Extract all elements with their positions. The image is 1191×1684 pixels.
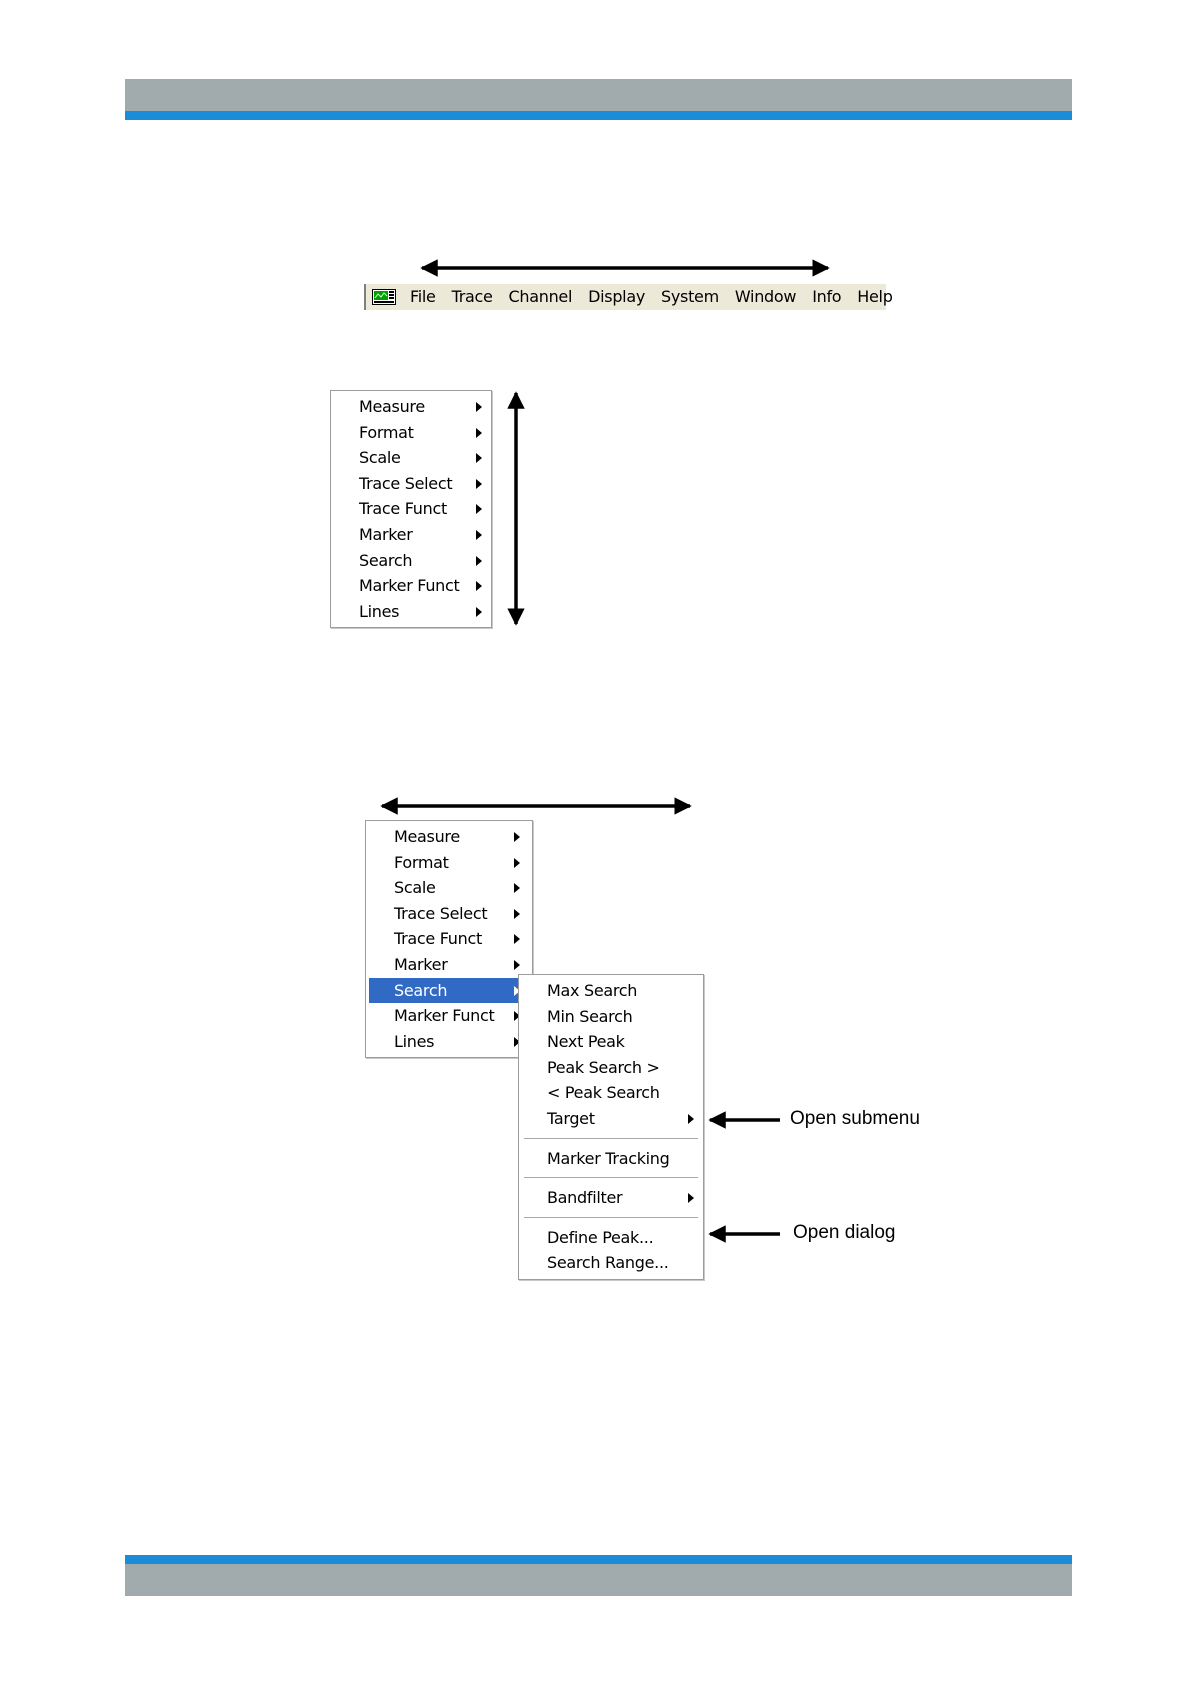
menu-item-label: Lines <box>394 1031 435 1051</box>
menu-bar: File Trace Channel Display System Window Info H… <box>364 284 893 310</box>
submenu-arrow-icon <box>476 606 482 617</box>
menu-item-measure[interactable]: Measure <box>331 394 491 420</box>
submenu-arrow-icon <box>514 934 520 945</box>
menu-item-label: Measure <box>394 827 460 846</box>
menubar-item-file[interactable]: File <box>410 287 436 306</box>
submenu-arrow-icon <box>476 402 482 412</box>
menu-item-measure[interactable]: Measure <box>369 824 529 850</box>
submenu-arrow-icon <box>514 908 520 919</box>
menu-item-label: Trace Select <box>359 473 453 493</box>
submenu-arrow-icon <box>476 478 482 489</box>
submenu-arrow-icon <box>476 504 482 515</box>
menu-item-marker[interactable]: Marker <box>331 522 491 548</box>
menu-item-trace-select[interactable]: Trace Select <box>369 901 529 927</box>
submenu-arrow-icon <box>476 529 482 540</box>
annotation-open-submenu: Open submenu <box>790 1108 920 1129</box>
menu-item-search[interactable]: Search <box>369 977 529 1004</box>
menu-item-format[interactable]: Format <box>331 420 491 446</box>
submenu-arrow-icon <box>514 959 520 970</box>
menu-item-label: Marker Tracking <box>547 1148 670 1168</box>
menu-item-label: Trace Select <box>394 903 488 923</box>
menu-item-lines[interactable]: Lines <box>369 1029 529 1055</box>
submenu-arrow-icon <box>514 857 520 868</box>
menu-item-label: Format <box>394 852 449 872</box>
menu-item-label: Define Peak... <box>547 1227 654 1247</box>
menu-item-label: Target <box>547 1108 595 1128</box>
submenu-arrow-icon <box>476 427 482 438</box>
header-blue-band <box>125 111 1072 120</box>
menu-item-label: Scale <box>359 448 401 468</box>
menubar-item-help[interactable]: Help <box>857 287 893 306</box>
menubar-item-channel[interactable]: Channel <box>508 287 573 306</box>
menu-item-label: Marker Funct <box>394 1006 495 1026</box>
menubar-item-window[interactable]: Window <box>734 287 797 306</box>
menubar-item-display[interactable]: Display <box>588 287 646 306</box>
submenu-item-min-search[interactable]: Min Search <box>519 1004 703 1030</box>
submenu-arrow-icon <box>476 581 482 592</box>
submenu-item-next-peak[interactable]: Next Peak <box>519 1029 703 1055</box>
menu-item-marker-funct[interactable]: Marker Funct <box>369 1003 529 1029</box>
submenu-arrow-icon <box>688 1113 694 1124</box>
menu-separator <box>524 1177 698 1180</box>
menu-item-label: Bandfilter <box>547 1188 623 1208</box>
menu-item-label: Scale <box>394 878 436 898</box>
menu-item-label: Max Search <box>547 981 638 1000</box>
menu-item-label: Marker Funct <box>359 576 460 596</box>
submenu-item-search-range[interactable]: Search Range... <box>519 1250 703 1276</box>
menu-item-label: Trace Funct <box>394 929 482 949</box>
submenu-arrow-icon <box>476 555 482 566</box>
submenu-arrow-icon <box>514 832 520 842</box>
menu-item-label: Next Peak <box>547 1032 625 1052</box>
menu-separator <box>524 1137 698 1140</box>
app-icon <box>372 289 396 305</box>
header-gray-band <box>125 79 1072 111</box>
menu-item-scale[interactable]: Scale <box>331 445 491 471</box>
menu-item-label: Min Search <box>547 1006 633 1026</box>
menu-item-label: < Peak Search <box>547 1083 660 1103</box>
menubar-item-system[interactable]: System <box>661 287 719 306</box>
menu-item-label: Trace Funct <box>359 499 447 519</box>
menubar-item-trace[interactable]: Trace <box>451 287 493 306</box>
submenu-arrow-icon <box>514 1011 520 1022</box>
submenu-item-peak-search[interactable]: Peak Search > <box>519 1055 703 1081</box>
menu-item-trace-funct[interactable]: Trace Funct <box>369 926 529 952</box>
menu-item-format[interactable]: Format <box>369 850 529 876</box>
menu-item-marker-funct[interactable]: Marker Funct <box>331 573 491 599</box>
menu-item-label: Marker <box>359 524 413 544</box>
submenu-arrow-icon <box>514 985 520 996</box>
menu-item-trace-select[interactable]: Trace Select <box>331 471 491 497</box>
menu-item-label: Search <box>359 550 413 570</box>
submenu-item-bandfilter[interactable]: Bandfilter <box>519 1185 703 1211</box>
menu-item-label: Measure <box>359 397 425 416</box>
submenu-item-target[interactable]: Target <box>519 1106 703 1132</box>
submenu-item-peak-search[interactable]: < Peak Search <box>519 1080 703 1106</box>
menu-item-scale[interactable]: Scale <box>369 875 529 901</box>
menubar-item-info[interactable]: Info <box>812 287 842 306</box>
menu-separator <box>524 1216 698 1219</box>
annotation-open-dialog: Open dialog <box>793 1222 896 1243</box>
menu-item-label: Search <box>394 980 448 1000</box>
menu-item-trace-funct[interactable]: Trace Funct <box>331 496 491 522</box>
menu-item-label: Peak Search > <box>547 1057 660 1077</box>
menu-item-label: Format <box>359 422 414 442</box>
submenu-item-marker-tracking[interactable]: Marker Tracking <box>519 1146 703 1172</box>
submenu-arrow-icon <box>688 1193 694 1204</box>
submenu-item-max-search[interactable]: Max Search <box>519 978 703 1004</box>
menu-item-lines[interactable]: Lines <box>331 599 491 625</box>
footer-gray-band <box>125 1564 1072 1596</box>
menu-item-label: Lines <box>359 601 400 621</box>
menu-item-label: Search Range... <box>547 1253 669 1273</box>
menu-item-search[interactable]: Search <box>331 548 491 574</box>
submenu-item-define-peak[interactable]: Define Peak... <box>519 1225 703 1251</box>
submenu-arrow-icon <box>514 883 520 894</box>
footer-blue-band <box>125 1555 1072 1564</box>
submenu-arrow-icon <box>476 453 482 464</box>
submenu-arrow-icon <box>514 1036 520 1047</box>
menu-item-marker[interactable]: Marker <box>369 952 529 978</box>
menu-item-label: Marker <box>394 954 448 974</box>
